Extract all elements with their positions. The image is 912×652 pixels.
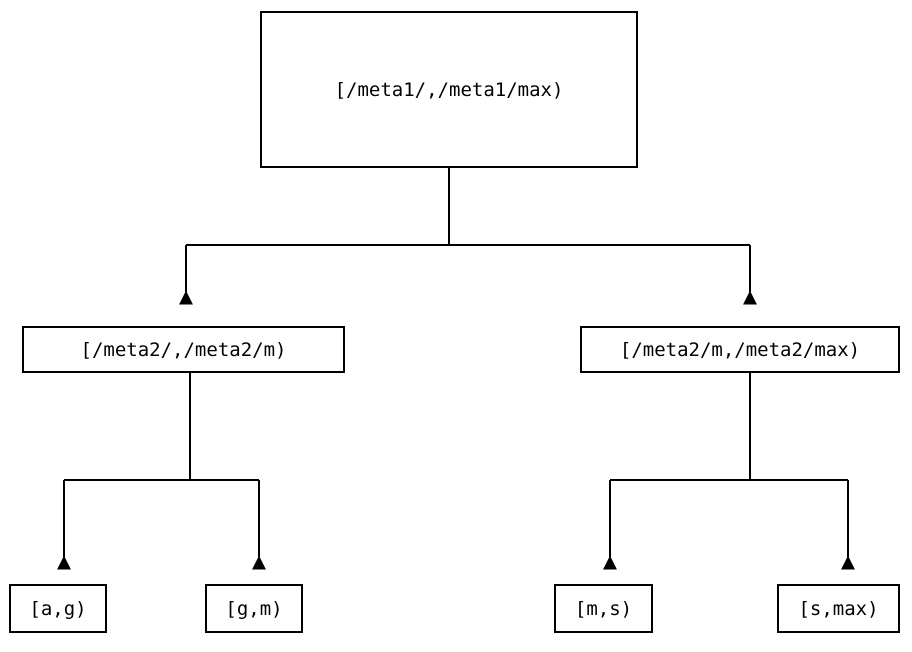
edge-midright-to-leaves [603,373,855,570]
node-mid-left[interactable]: [/meta2/,/meta2/m) [22,326,345,373]
node-leaf-ag[interactable]: [a,g) [9,584,107,633]
node-leaf-smax[interactable]: [s,max) [777,584,900,633]
node-mid-right[interactable]: [/meta2/m,/meta2/max) [580,326,900,373]
node-root[interactable]: [/meta1/,/meta1/max) [260,11,638,168]
node-leaf-gm[interactable]: [g,m) [205,584,303,633]
edge-root-to-mid [179,168,757,305]
edge-midleft-to-leaves [57,373,266,570]
node-leaf-ms[interactable]: [m,s) [554,584,653,633]
